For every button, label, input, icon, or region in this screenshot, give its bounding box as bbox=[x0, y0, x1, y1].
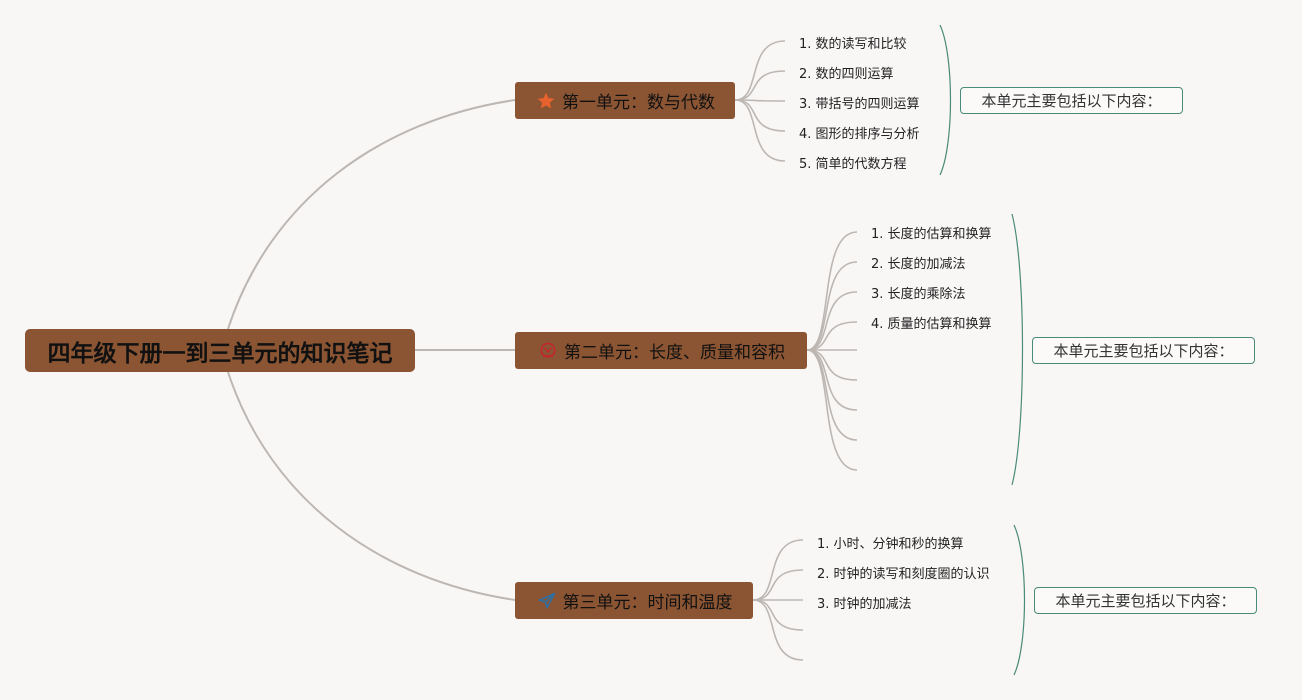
leaf-connector-line bbox=[806, 291, 858, 351]
leaf-connector-line bbox=[734, 40, 786, 101]
summary-bracket-line bbox=[1013, 524, 1026, 676]
leaf-item[interactable]: 1. 小时、分钟和秒的换算 bbox=[817, 537, 964, 552]
leaf-connector-line bbox=[752, 599, 804, 661]
leaf-connector-line bbox=[752, 569, 804, 601]
unit-one-summary[interactable]: 本单元主要包括以下内容： bbox=[960, 87, 1183, 114]
unit-three-label: 第三单元：时间和温度 bbox=[562, 593, 733, 613]
leaf-item[interactable]: 2. 长度的加减法 bbox=[871, 257, 966, 272]
unit-two-topic[interactable]: 第二单元：长度、质量和容积 bbox=[515, 332, 807, 369]
paper-plane-icon bbox=[536, 590, 558, 612]
leaf-connector-line bbox=[752, 539, 804, 601]
unit-one-label: 第一单元：数与代数 bbox=[562, 93, 715, 113]
leaf-item[interactable]: 3. 带括号的四则运算 bbox=[799, 97, 920, 112]
leaf-connector-line bbox=[734, 99, 786, 102]
leaf-connector-line bbox=[752, 599, 804, 631]
root-to-unit-one-line bbox=[227, 99, 516, 330]
leaf-item[interactable]: 3. 长度的乘除法 bbox=[871, 287, 966, 302]
star-icon bbox=[535, 90, 557, 112]
unit-three-topic[interactable]: 第三单元：时间和温度 bbox=[515, 582, 753, 619]
unit-three-summary[interactable]: 本单元主要包括以下内容： bbox=[1034, 587, 1257, 614]
leaf-item[interactable]: 2. 时钟的读写和刻度圈的认识 bbox=[817, 567, 990, 582]
leaf-connector-line bbox=[806, 349, 858, 471]
summary-bracket-line bbox=[939, 24, 952, 176]
leaf-item[interactable]: 2. 数的四则运算 bbox=[799, 67, 894, 82]
leaf-connector-line bbox=[734, 99, 786, 162]
ruler-icon bbox=[537, 340, 559, 362]
unit-two-summary[interactable]: 本单元主要包括以下内容： bbox=[1032, 337, 1255, 364]
unit-two-label: 第二单元：长度、质量和容积 bbox=[564, 343, 785, 363]
summary-bracket-line bbox=[1011, 213, 1024, 486]
leaf-connector-line bbox=[806, 261, 858, 351]
leaf-connector-line bbox=[734, 99, 786, 132]
root-topic-label: 四年级下册一到三单元的知识笔记 bbox=[47, 340, 393, 367]
leaf-item[interactable]: 4. 质量的估算和换算 bbox=[871, 317, 992, 332]
leaf-connector-line bbox=[806, 321, 858, 351]
root-topic[interactable]: 四年级下册一到三单元的知识笔记 bbox=[25, 329, 415, 372]
leaf-connector-line bbox=[734, 70, 786, 101]
leaf-item[interactable]: 1. 长度的估算和换算 bbox=[871, 227, 992, 242]
leaf-item[interactable]: 1. 数的读写和比较 bbox=[799, 37, 907, 52]
unit-one-topic[interactable]: 第一单元：数与代数 bbox=[515, 82, 735, 119]
leaf-item[interactable]: 3. 时钟的加减法 bbox=[817, 597, 912, 612]
leaf-item[interactable]: 4. 图形的排序与分析 bbox=[799, 127, 920, 142]
leaf-connector-line bbox=[806, 231, 858, 351]
root-to-unit-three-line bbox=[227, 371, 516, 601]
leaf-item[interactable]: 5. 简单的代数方程 bbox=[799, 157, 907, 172]
